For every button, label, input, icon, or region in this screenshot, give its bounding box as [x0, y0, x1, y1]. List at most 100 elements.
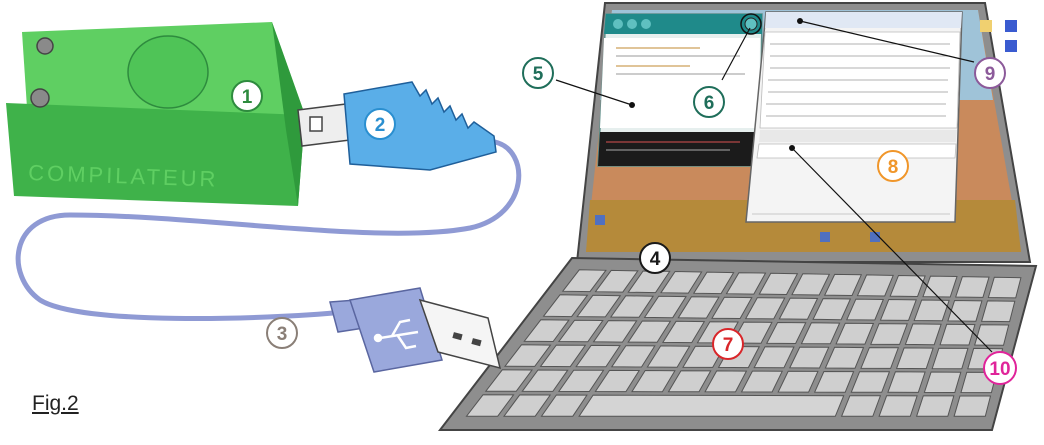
keyboard-key[interactable]: [523, 319, 570, 343]
keyboard-key[interactable]: [576, 294, 622, 318]
keyboard-spacebar[interactable]: [578, 394, 845, 417]
code-editor-text-area[interactable]: [600, 38, 760, 128]
keyboard-key[interactable]: [627, 320, 672, 343]
keyboard-key[interactable]: [557, 369, 605, 393]
svg-text:5: 5: [533, 64, 544, 85]
keyboard-key[interactable]: [677, 296, 720, 319]
device-side-face: [272, 22, 305, 206]
desktop-icon-d[interactable]: [595, 215, 605, 225]
keyboard-key[interactable]: [813, 370, 855, 393]
new-icon[interactable]: [641, 19, 651, 29]
keyboard-key[interactable]: [704, 370, 748, 393]
keyboard-key[interactable]: [660, 270, 703, 294]
svg-text:1: 1: [242, 87, 253, 108]
keyboard-key[interactable]: [540, 394, 588, 417]
keyboard-key[interactable]: [939, 323, 976, 346]
desktop-icon-e[interactable]: [820, 232, 830, 242]
keyboard-key[interactable]: [692, 271, 735, 295]
keyboard-key[interactable]: [765, 321, 807, 345]
keyboard-key[interactable]: [980, 300, 1016, 323]
keyboard-key[interactable]: [631, 369, 676, 393]
keyboard-key[interactable]: [646, 345, 691, 368]
callout-7: 7: [712, 328, 744, 360]
keyboard-key[interactable]: [931, 347, 969, 370]
keyboard-key[interactable]: [870, 323, 908, 345]
keyboard-key[interactable]: [758, 272, 799, 296]
keyboard-key[interactable]: [840, 395, 882, 417]
keyboard-key[interactable]: [594, 269, 639, 293]
svg-text:10: 10: [989, 359, 1010, 380]
keyboard-key[interactable]: [856, 274, 894, 297]
leader-line-6: [721, 27, 751, 81]
keyboard-key[interactable]: [800, 322, 841, 345]
keyboard-key[interactable]: [521, 369, 569, 392]
keyboard-key[interactable]: [575, 344, 621, 368]
keyboard-key[interactable]: [889, 274, 926, 298]
keyboard-key[interactable]: [777, 370, 819, 393]
keyboard-key[interactable]: [791, 273, 831, 296]
keyboard-key[interactable]: [484, 369, 533, 392]
keyboard-key[interactable]: [667, 370, 712, 393]
svg-text:8: 8: [888, 157, 899, 178]
keyboard-key[interactable]: [860, 347, 900, 369]
verify-icon[interactable]: [613, 19, 623, 29]
keyboard-key[interactable]: [824, 346, 865, 369]
keyboard-key[interactable]: [878, 395, 918, 417]
keyboard-key[interactable]: [953, 395, 992, 417]
desktop-icon-c[interactable]: [1005, 40, 1017, 52]
keyboard-key[interactable]: [923, 371, 962, 394]
keyboard-key[interactable]: [895, 347, 934, 370]
keyboard-key[interactable]: [955, 276, 990, 298]
keyboard-key[interactable]: [915, 395, 955, 417]
keyboard-key[interactable]: [812, 298, 852, 321]
code-editor-toolbar: [604, 14, 762, 34]
keyboard-key[interactable]: [778, 297, 819, 320]
keyboard-key[interactable]: [835, 322, 875, 345]
device-front-face: [6, 103, 305, 206]
keyboard-key[interactable]: [753, 346, 795, 369]
keyboard-key[interactable]: [557, 319, 604, 343]
usb-a-hole: [471, 338, 482, 347]
keyboard-key[interactable]: [879, 298, 917, 321]
upload-icon[interactable]: [627, 19, 637, 29]
desktop-icon-b[interactable]: [1005, 20, 1017, 32]
serial-monitor-window[interactable]: [745, 11, 963, 223]
keyboard-key[interactable]: [539, 344, 587, 368]
keyboard-key[interactable]: [594, 369, 641, 393]
callout-1: 1: [231, 80, 263, 112]
keyboard-key[interactable]: [592, 320, 638, 343]
serial-monitor-input-line[interactable]: [756, 143, 957, 159]
keyboard-key[interactable]: [922, 275, 958, 298]
keyboard-key[interactable]: [823, 273, 863, 297]
desktop-icon-a[interactable]: [980, 20, 992, 32]
keyboard-key[interactable]: [503, 344, 552, 367]
mini-usb-connector: [297, 81, 497, 171]
callout-9: 9: [974, 57, 1006, 89]
device-button[interactable]: [127, 35, 209, 109]
keyboard-key[interactable]: [846, 298, 885, 321]
keyboard-key[interactable]: [904, 323, 942, 346]
keyboard-key[interactable]: [850, 371, 891, 393]
code-editor-window[interactable]: [597, 13, 763, 167]
keyboard-key[interactable]: [609, 295, 655, 318]
keyboard-key[interactable]: [887, 371, 926, 393]
keyboard-key[interactable]: [610, 345, 656, 368]
figure-label: Fig.2: [32, 392, 79, 415]
keyboard-key[interactable]: [503, 394, 552, 417]
keyboard-key[interactable]: [725, 272, 767, 295]
keyboard-key[interactable]: [789, 346, 830, 369]
callout-8: 8: [877, 150, 909, 182]
keyboard-key[interactable]: [987, 276, 1022, 299]
keyboard-key[interactable]: [711, 296, 753, 320]
keyboard-key[interactable]: [662, 320, 706, 344]
serial-monitor-icon[interactable]: [744, 17, 758, 31]
desktop-icon-f[interactable]: [870, 232, 880, 242]
keyboard-key[interactable]: [643, 295, 687, 319]
keyboard-key[interactable]: [974, 324, 1010, 346]
keyboard-key[interactable]: [913, 299, 950, 322]
keyboard-key[interactable]: [744, 297, 786, 320]
keyboard-key[interactable]: [465, 394, 515, 417]
keyboard-key[interactable]: [740, 370, 783, 393]
keyboard-key[interactable]: [561, 269, 607, 293]
keyboard-key[interactable]: [542, 294, 589, 318]
